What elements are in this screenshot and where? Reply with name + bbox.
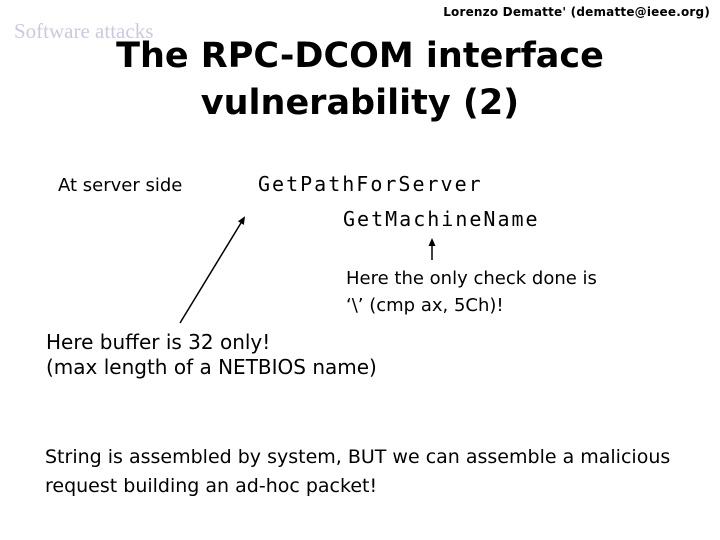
buffer-note: Here buffer is 32 only! (max length of a… (46, 330, 377, 380)
buffer-note-line2: (max length of a NETBIOS name) (46, 355, 377, 379)
check-note-line1: Here the only check done is (346, 268, 597, 289)
check-note-line2: ‘\’ (cmp ax, 5Ch)! (346, 295, 504, 316)
author-credit: Lorenzo Dematte' (dematte@ieee.org) (443, 5, 710, 19)
page-title-line2: vulnerability (2) (200, 83, 520, 123)
conclusion-note-line2: request building an ad-hoc packet! (45, 475, 378, 497)
conclusion-note-line1: String is assembled by system, BUT we ca… (45, 446, 671, 468)
slide-category: Software attacks (14, 19, 154, 43)
page-title-line1: The RPC-DCOM interface (116, 36, 604, 76)
code-getmachinename: GetMachineName (343, 207, 540, 231)
buffer-note-line1: Here buffer is 32 only! (46, 330, 271, 354)
up-arrow-icon (428, 238, 436, 260)
server-side-label: At server side (58, 175, 183, 196)
conclusion-note: String is assembled by system, BUT we ca… (45, 443, 670, 501)
diagonal-arrow-icon (179, 216, 246, 324)
page-title: The RPC-DCOM interface vulnerability (2) (0, 33, 720, 127)
code-getpathforserver: GetPathForServer (258, 172, 483, 196)
check-note: Here the only check done is ‘\’ (cmp ax,… (346, 265, 597, 319)
